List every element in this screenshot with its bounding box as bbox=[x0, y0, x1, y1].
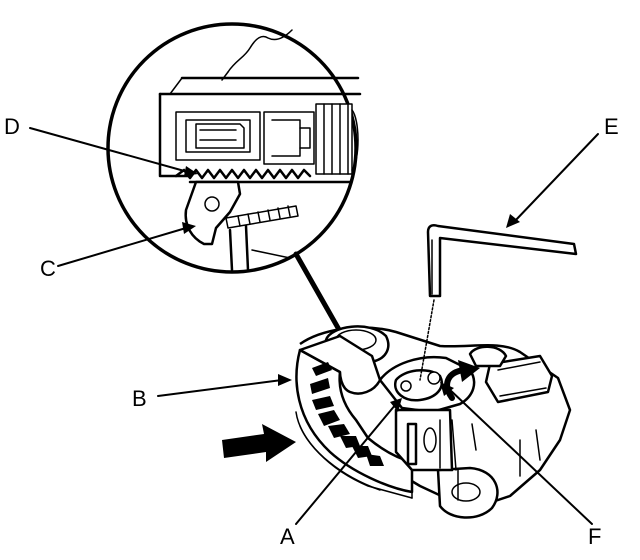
label-b: B bbox=[132, 386, 147, 411]
curved-arrow-icon bbox=[458, 360, 480, 382]
label-d: D bbox=[4, 114, 20, 139]
label-f: F bbox=[588, 524, 602, 549]
arrow-right-icon bbox=[222, 424, 296, 462]
label-e: E bbox=[604, 114, 619, 139]
switch-assembly bbox=[295, 325, 572, 519]
detail-magnifier bbox=[106, 22, 362, 274]
label-a: A bbox=[280, 524, 295, 549]
hex-wrench-icon bbox=[426, 224, 578, 298]
label-c: C bbox=[40, 256, 56, 281]
